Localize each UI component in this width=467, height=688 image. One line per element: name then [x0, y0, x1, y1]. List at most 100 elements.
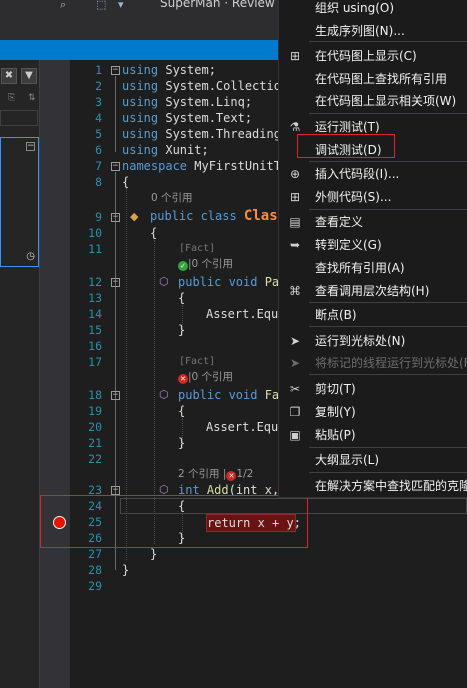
- insert-snippet-icon: ⊕: [289, 167, 301, 181]
- code-line: using System.Linq;: [122, 95, 253, 109]
- surround-with-icon: ⊞: [289, 190, 301, 204]
- code-map-icon: ⊞: [289, 49, 301, 63]
- menu-item-surround-with[interactable]: ⊞外侧代码(S)...: [279, 186, 467, 208]
- menu-item-find-all-references[interactable]: 查找所有引用(A): [315, 261, 405, 275]
- line-number: 10: [88, 226, 102, 240]
- menu-separator: [309, 209, 467, 210]
- line-number: 19: [88, 404, 102, 418]
- fold-toggle-icon[interactable]: −: [111, 65, 120, 75]
- menu-item-view-call-hierarchy[interactable]: ⌘查看调用层次结构(H): [289, 284, 430, 298]
- menu-item-show-related-on-code-map[interactable]: 在代码图上显示相关项(W): [315, 94, 457, 108]
- indent-guide: [154, 240, 155, 544]
- search-icon[interactable]: ⌕: [60, 0, 67, 11]
- breakpoint-line-highlight: [206, 514, 296, 532]
- menu-item-go-to-definition[interactable]: ➥转到定义(G): [279, 234, 467, 256]
- run-test-icon: ⚗: [289, 120, 301, 134]
- menu-separator: [309, 326, 467, 327]
- fold-toggle-icon[interactable]: −: [111, 277, 120, 287]
- collapse-icon[interactable]: −: [26, 141, 35, 151]
- menu-item-breakpoint[interactable]: 断点(B): [315, 308, 357, 322]
- test-explorer-panel: ✖ ▼ ⎘ ⇅ − ◷: [0, 60, 40, 688]
- find-icon[interactable]: ⬚: [96, 0, 107, 11]
- fact-attribute: [Fact]: [179, 243, 216, 254]
- line-number: 8: [95, 175, 102, 189]
- menu-item-insert-snippet[interactable]: ⊕插入代码段(I)...: [279, 163, 467, 185]
- line-number: 6: [95, 143, 102, 157]
- code-line: {: [178, 404, 186, 418]
- code-line: using System.Text;: [122, 111, 253, 125]
- clock-icon: ◷: [26, 251, 35, 262]
- line-number: 22: [88, 452, 102, 466]
- indent-guide: [126, 188, 127, 560]
- fold-toggle-icon[interactable]: −: [111, 212, 120, 222]
- code-line: Assert.Equ: [206, 307, 279, 321]
- code-line: Assert.Equ: [206, 420, 279, 434]
- line-number: 12: [88, 275, 102, 289]
- menu-item-outlining[interactable]: 大纲显示(L): [315, 453, 380, 467]
- run-flagged-threads-icon: ➤: [289, 356, 301, 370]
- test-tree[interactable]: − ◷: [0, 137, 39, 267]
- method-icon: ⬡: [159, 275, 169, 288]
- method-icon: ⬡: [159, 388, 169, 401]
- code-line: }: [122, 563, 130, 577]
- menu-item-debug-tests[interactable]: 调试测试(D): [315, 143, 382, 157]
- menu-item-find-refs-on-code-map[interactable]: 在代码图上查找所有引用: [315, 72, 448, 86]
- class-icon: ◆: [130, 210, 139, 223]
- line-number: 23: [88, 483, 102, 497]
- menu-item-generate-sequence[interactable]: 生成序列图(N)...: [315, 24, 405, 38]
- code-line: public void Pa: [178, 275, 280, 289]
- method-icon: ⬡: [159, 483, 169, 496]
- code-line: namespace MyFirstUnitT: [122, 159, 281, 173]
- menu-item-organize-usings[interactable]: 组织 using(O): [315, 1, 395, 15]
- code-line: using System;: [122, 63, 216, 77]
- line-number: 11: [88, 242, 102, 256]
- codelens-test-status[interactable]: ✕|0 个引用: [178, 370, 233, 384]
- return-statement: return x + y;: [207, 516, 301, 530]
- menu-item-paste[interactable]: ▣粘贴(P): [279, 424, 467, 446]
- breakpoint-icon[interactable]: [53, 516, 66, 529]
- close-icon[interactable]: ✖: [1, 68, 17, 84]
- menu-item-show-on-code-map[interactable]: ⊞在代码图上显示(C): [279, 45, 467, 67]
- indent-guide: [182, 513, 183, 543]
- code-line: using System.Threading: [122, 127, 281, 141]
- filter-icon[interactable]: ▼: [21, 68, 37, 84]
- search-box[interactable]: [0, 110, 38, 126]
- code-line: }: [178, 436, 186, 450]
- line-number: 17: [88, 355, 102, 369]
- line-number: 24: [88, 499, 102, 513]
- context-menu: 组织 using(O) 生成序列图(N)... ⊞在代码图上显示(C) 在代码图…: [278, 0, 467, 498]
- menu-item-cut[interactable]: ✂剪切(T): [279, 378, 467, 400]
- fold-toggle-icon[interactable]: −: [111, 485, 120, 495]
- menu-item-run-to-cursor[interactable]: ➤运行到光标处(N): [279, 330, 467, 352]
- codelens-references[interactable]: 2 个引用 |✕1/2: [178, 468, 254, 481]
- test-failed-icon: ✕: [178, 374, 188, 384]
- line-number: 25: [88, 515, 102, 529]
- menu-separator: [309, 447, 467, 448]
- menu-item-copy[interactable]: ❐复制(Y): [279, 401, 467, 423]
- code-line: public class Clas: [150, 208, 278, 224]
- line-number: 14: [88, 307, 102, 321]
- dropdown-arrow-icon[interactable]: ▾: [118, 0, 124, 11]
- codelens-test-status[interactable]: ✓|0 个引用: [178, 257, 233, 271]
- peek-definition-icon: ▤: [289, 215, 301, 229]
- toolbar-title: SuperMan · Review: [160, 0, 275, 10]
- fact-attribute: [Fact]: [179, 356, 216, 367]
- copy-icon: ❐: [289, 405, 301, 419]
- sort-icon[interactable]: ⇅: [28, 93, 36, 103]
- line-number: 2: [95, 79, 102, 93]
- line-number: 5: [95, 127, 102, 141]
- group-icon[interactable]: ⎘: [8, 93, 16, 103]
- line-number: 29: [88, 579, 102, 593]
- breakpoint-margin[interactable]: [40, 60, 70, 688]
- code-line: {: [178, 499, 186, 513]
- line-number: 16: [88, 339, 102, 353]
- fold-toggle-icon[interactable]: −: [111, 390, 120, 400]
- menu-item-peek-definition[interactable]: ▤查看定义: [279, 211, 467, 233]
- fold-guide: [115, 76, 116, 152]
- fold-toggle-icon[interactable]: −: [111, 161, 120, 171]
- menu-item-run-tests[interactable]: ⚗运行测试(T): [279, 116, 467, 138]
- menu-item-find-matching-clones[interactable]: 在解决方案中查找匹配的克隆: [315, 479, 467, 493]
- fold-guide: [115, 172, 116, 570]
- codelens-references[interactable]: 0 个引用: [151, 192, 193, 204]
- code-line: public void Fa: [178, 388, 280, 402]
